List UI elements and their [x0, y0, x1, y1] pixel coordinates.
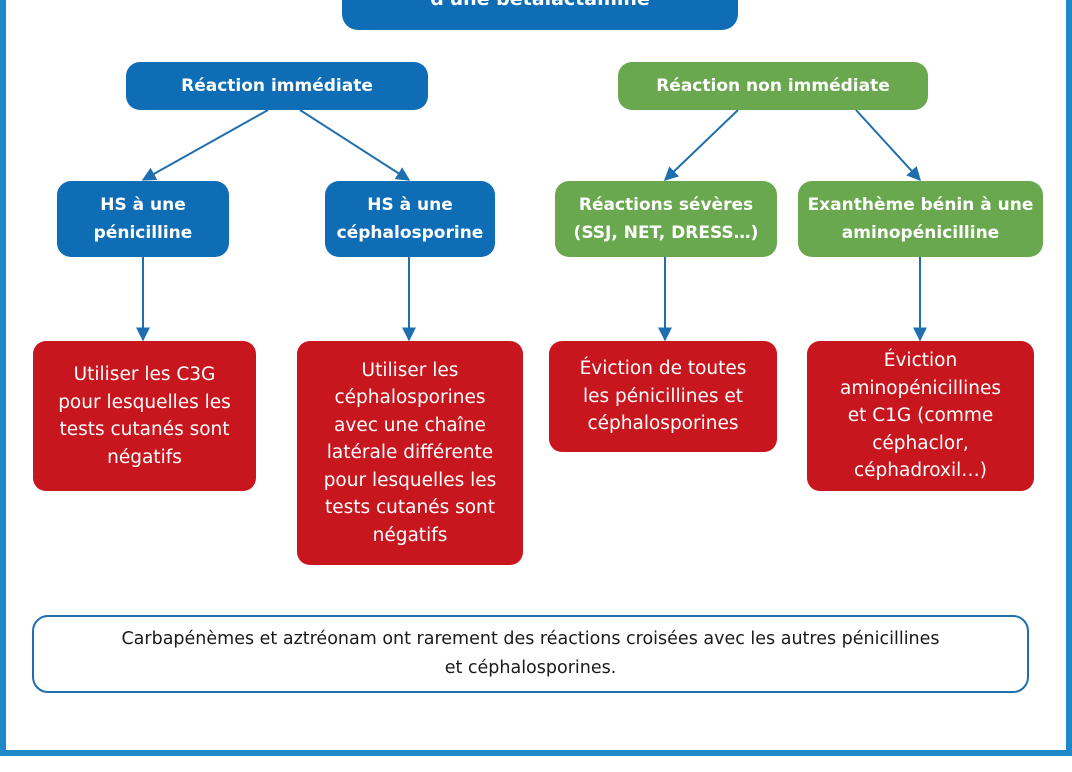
severe-action-node: Éviction de toutes les pénicillines et c… — [549, 341, 777, 452]
arrow-nonimmediate-to-severe — [663, 109, 739, 181]
diagram-title: d'une bêtalactamine — [342, 0, 738, 30]
arrow-immediate-to-penicillin — [141, 109, 269, 181]
diagram-frame — [0, 0, 1072, 756]
arrow-nonimmediate-to-benign — [855, 109, 921, 182]
severe-reactions-node: Réactions sévères (SSJ, NET, DRESS…) — [555, 181, 777, 257]
cephalosporin-hs-node: HS à une céphalosporine — [325, 181, 495, 257]
arrow-immediate-to-cephalosporin — [299, 109, 411, 181]
immediate-reaction-node: Réaction immédiate — [126, 62, 428, 110]
cross-reaction-note: Carbapénèmes et aztréonam ont rarement d… — [32, 615, 1029, 693]
non-immediate-reaction-node: Réaction non immédiate — [618, 62, 928, 110]
cephalosporin-action-node: Utiliser les céphalosporines avec une ch… — [297, 341, 523, 565]
benign-action-node: Éviction aminopénicillines et C1G (comme… — [807, 341, 1034, 491]
penicillin-hs-node: HS à une pénicilline — [57, 181, 229, 257]
benign-exanthema-node: Exanthème bénin à une aminopénicilline — [798, 181, 1043, 257]
penicillin-action-node: Utiliser les C3G pour lesquelles les tes… — [33, 341, 256, 491]
